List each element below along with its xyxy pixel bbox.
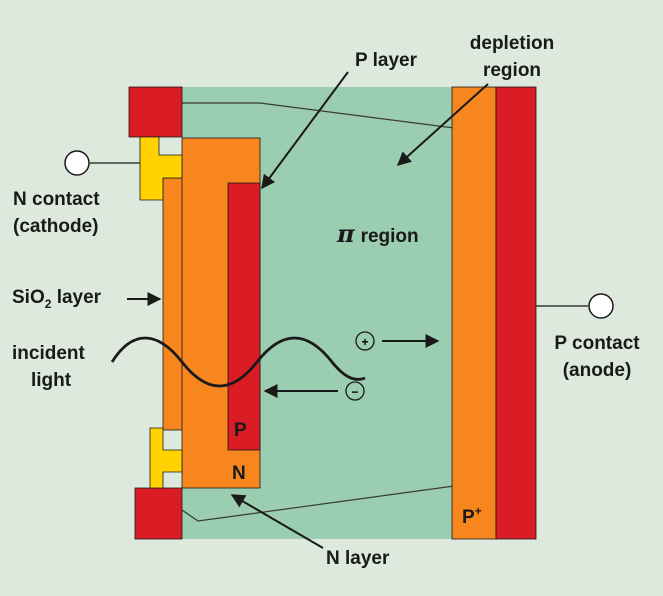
sio2-suffix: layer [51, 287, 101, 308]
depletion-label-line1: depletion [470, 33, 554, 54]
bottom-contact-block [134, 487, 183, 540]
p-plus-layer [451, 86, 497, 540]
p-plus-letter: P [462, 507, 475, 528]
p-contact-label-line1: P contact [554, 333, 640, 354]
n-layer-pointer [230, 494, 324, 549]
cathode-contact-bottom [149, 427, 183, 489]
plus-circle-icon [355, 331, 375, 351]
depletion-boundary-bottom [181, 485, 455, 522]
cathode-contact-top [139, 136, 183, 201]
n-region-letter: N [232, 463, 246, 484]
n-contact-label-line2: (cathode) [13, 216, 99, 237]
sio2-label: SiO2 layer [12, 287, 102, 311]
sio2-layer [162, 177, 184, 431]
p-region-letter: P [234, 420, 247, 441]
pi-region-word: region [361, 226, 419, 247]
depletion-label-line2: region [483, 60, 541, 81]
p-plus-label: P+ [462, 504, 482, 528]
p-layer [227, 182, 261, 451]
minus-sign: − [351, 385, 358, 399]
incident-light-wave [110, 336, 366, 388]
p-contact-label-line2: (anode) [563, 360, 632, 381]
p-layer-pointer [261, 71, 349, 190]
incident-light-label-line1: incident [12, 343, 86, 364]
incident-light-label-line2: light [31, 370, 72, 391]
depletion-pointer [396, 83, 489, 166]
sio2-prefix: SiO [12, 287, 45, 308]
pi-symbol: π [336, 219, 355, 248]
circle-terminal-icon [64, 150, 90, 176]
sio2-subscript: 2 [45, 297, 52, 311]
plus-sign: + [361, 335, 368, 349]
n-contact-label-line1: N contact [13, 189, 100, 210]
p-layer-label: P layer [355, 50, 418, 71]
top-contact-block [128, 86, 183, 138]
p-plus-superscript: + [475, 504, 482, 518]
anode-contact-strip [495, 86, 537, 540]
n-layer-label: N layer [326, 548, 390, 569]
depletion-boundary-top [182, 102, 455, 129]
minus-circle-icon [345, 381, 365, 401]
circle-terminal-icon [588, 293, 614, 319]
